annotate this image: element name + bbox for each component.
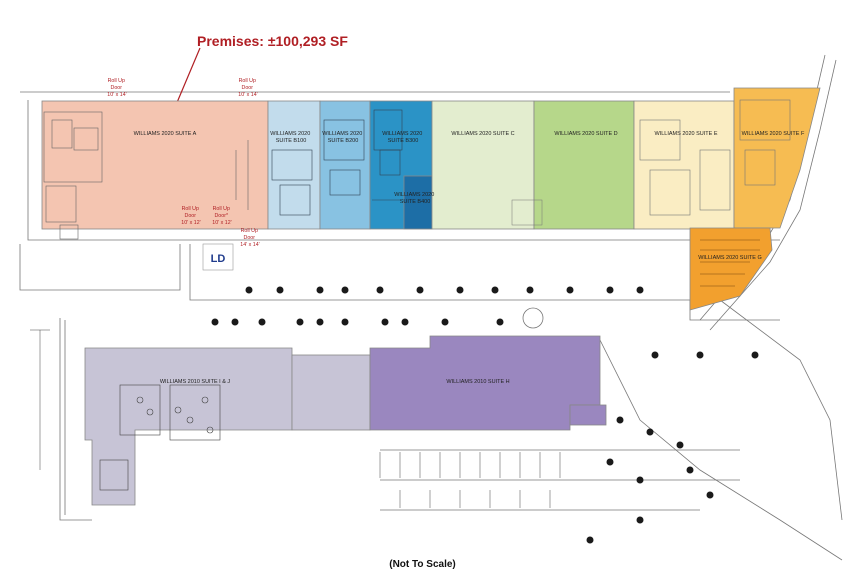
premises-title: Premises: ±100,293 SF (197, 33, 348, 49)
suite-ij-label: WILLIAMS 2010 SUITE I & J (160, 379, 231, 385)
parking-stalls (30, 329, 561, 508)
suite-b300-label: WILLIAMS 2020 SUITE B300 (382, 131, 424, 144)
door-label-bottom-b: Roll Up Door* 10' x 12' (212, 206, 231, 226)
door-label-top-right: Roll Up Door 10' x 14' (238, 78, 257, 98)
scale-note: (Not To Scale) (389, 559, 456, 570)
suite-g (689, 227, 773, 311)
door-label-top-left: Roll Up Door 10' x 14' (107, 78, 126, 98)
suite-a-label: WILLIAMS 2020 SUITE A (134, 131, 197, 137)
site-outline (19, 54, 843, 561)
roundabout (522, 307, 544, 329)
suite-c-d (431, 100, 635, 230)
suite-ij (84, 347, 371, 506)
suite-b-group (267, 100, 433, 230)
suite-f-label: WILLIAMS 2020 SUITE F (742, 131, 805, 137)
suite-b400-label: WILLIAMS 2020 SUITE B400 (394, 192, 436, 205)
suite-h (369, 335, 607, 431)
door-label-bottom-c: Roll Up Door 14' x 14' (240, 228, 259, 248)
suite-h-label: WILLIAMS 2010 SUITE H (446, 379, 509, 385)
suite-c-label: WILLIAMS 2020 SUITE C (451, 131, 514, 137)
door-label-bottom-a: Roll Up Door 10' x 12' (181, 206, 200, 226)
suite-e-f (633, 87, 821, 230)
suite-a (41, 100, 269, 240)
suite-g-label: WILLIAMS 2020 SUITE G (698, 255, 762, 261)
suite-b100-label: WILLIAMS 2020 SUITE B100 (270, 131, 312, 144)
loading-dock-marker (202, 243, 234, 271)
suite-e-label: WILLIAMS 2020 SUITE E (655, 131, 718, 137)
suite-b200-label: WILLIAMS 2020 SUITE B200 (322, 131, 364, 144)
premises-pointer (169, 47, 201, 118)
trees (211, 286, 759, 544)
suite-d-label: WILLIAMS 2020 SUITE D (554, 131, 617, 137)
loading-dock-label: LD (211, 253, 226, 265)
